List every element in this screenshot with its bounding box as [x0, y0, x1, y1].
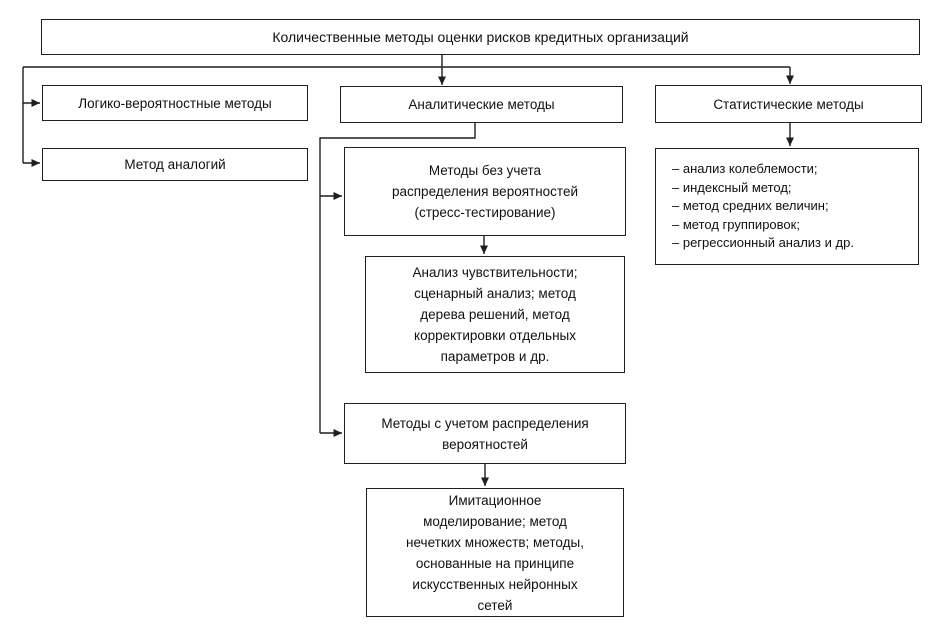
- node-statistical-methods-list: – анализ колеблемости; – индексный метод…: [655, 148, 919, 265]
- node-simulation-modeling-examples: Имитационное моделирование; метод нечетк…: [366, 488, 624, 617]
- node-methods-without-distribution: Методы без учета распределения вероятнос…: [344, 147, 626, 236]
- node-sensitivity-analysis-examples: Анализ чувствительности; сценарный анали…: [365, 256, 625, 373]
- node-statistical-methods: Статистические методы: [655, 85, 922, 123]
- node-methods-with-distribution: Методы с учетом распределения вероятност…: [344, 403, 626, 464]
- node-analogy-method: Метод аналогий: [42, 148, 308, 181]
- node-logic-probabilistic-methods: Логико-вероятностные методы: [42, 85, 308, 121]
- node-root-quantitative-methods: Количественные методы оценки рисков кред…: [41, 19, 920, 55]
- node-analytical-methods: Аналитические методы: [340, 86, 623, 123]
